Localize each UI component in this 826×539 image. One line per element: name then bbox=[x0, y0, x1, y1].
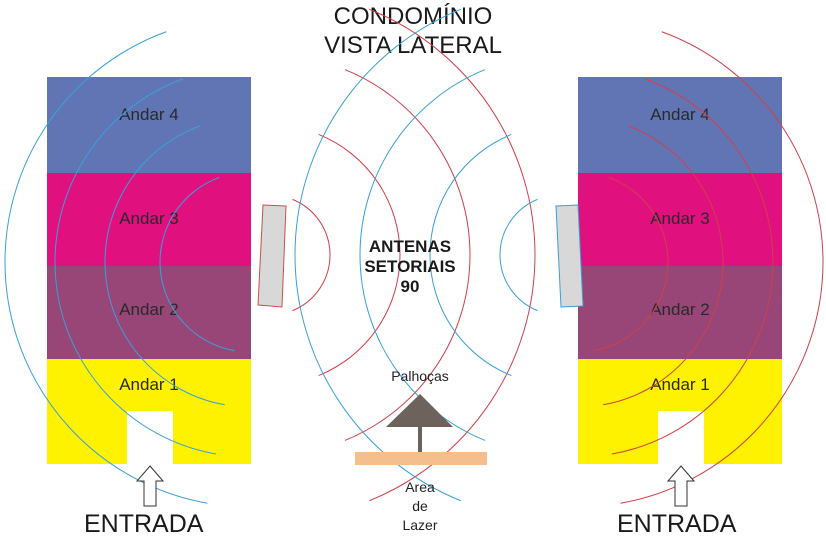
wave-arc bbox=[499, 198, 538, 312]
floor-4: Andar 4 bbox=[578, 77, 782, 173]
floor-2: Andar 2 bbox=[47, 266, 251, 359]
floor-3: Andar 3 bbox=[578, 173, 782, 266]
floor-label: Andar 1 bbox=[119, 375, 179, 394]
wave-arc bbox=[593, 176, 669, 352]
wave-arc bbox=[4, 31, 208, 504]
hut-pole bbox=[418, 427, 422, 453]
entrance-label: ENTRADA bbox=[617, 510, 737, 538]
wave-arc bbox=[611, 78, 774, 455]
door bbox=[658, 411, 704, 464]
wave-arc bbox=[603, 125, 724, 406]
hut-roof-icon bbox=[386, 394, 453, 427]
leisure-label-line: de bbox=[412, 498, 428, 514]
wave-arc bbox=[318, 134, 401, 376]
hut-label: Palhoças bbox=[391, 368, 449, 384]
wave-arc bbox=[159, 176, 235, 352]
antenna-right bbox=[555, 204, 584, 308]
floor-label: Andar 3 bbox=[650, 209, 710, 228]
floor-label: Andar 4 bbox=[650, 105, 710, 124]
floor-label: Andar 3 bbox=[119, 209, 179, 228]
leisure-area-label: Area de Lazer bbox=[370, 478, 470, 535]
floor-3: Andar 3 bbox=[47, 173, 251, 266]
entrance-arrow-left-icon bbox=[135, 465, 165, 507]
wave-arc bbox=[104, 125, 225, 406]
wave-arc bbox=[620, 31, 824, 504]
antenna-label: ANTENAS SETORIAIS 90 bbox=[330, 237, 490, 297]
leisure-label-line: Lazer bbox=[402, 517, 438, 533]
signal-waves bbox=[4, 8, 824, 504]
ground-area bbox=[355, 452, 487, 465]
wave-arc bbox=[429, 134, 512, 376]
floor-2: Andar 2 bbox=[578, 266, 782, 359]
wave-arc bbox=[294, 8, 461, 502]
wave-arc bbox=[344, 69, 471, 441]
antenna-label-line: 90 bbox=[400, 277, 420, 296]
floor-4: Andar 4 bbox=[47, 77, 251, 173]
wave-arc bbox=[54, 78, 217, 455]
floor-label: Andar 2 bbox=[119, 300, 179, 319]
antenna-left bbox=[257, 204, 287, 308]
title-line-1: CONDOMÍNIO bbox=[333, 3, 493, 30]
entrance-arrow-right-icon bbox=[666, 465, 696, 507]
diagram-title: CONDOMÍNIO VISTA LATERAL bbox=[0, 2, 826, 60]
floor-label: Andar 1 bbox=[650, 375, 710, 394]
leisure-label-line: Area bbox=[405, 479, 435, 495]
entrance-label: ENTRADA bbox=[84, 510, 204, 538]
floor-label: Andar 4 bbox=[119, 105, 179, 124]
antenna-label-line: ANTENAS bbox=[368, 237, 452, 256]
antenna-label-line: SETORIAIS bbox=[364, 257, 456, 276]
floor-label: Andar 2 bbox=[650, 300, 710, 319]
wave-arc bbox=[369, 8, 536, 502]
title-line-2: VISTA LATERAL bbox=[324, 32, 502, 59]
wave-arc bbox=[292, 198, 331, 312]
